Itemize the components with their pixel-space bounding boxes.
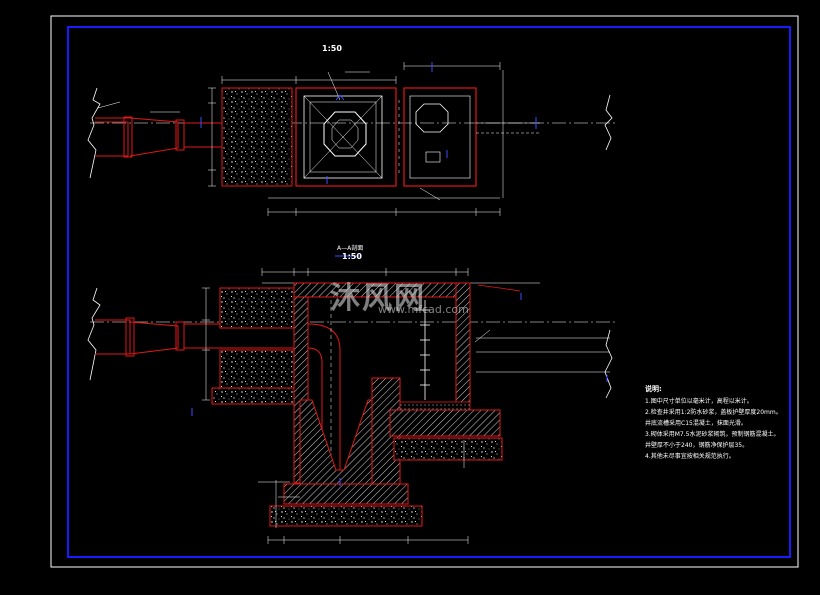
plan-manhole-outer bbox=[295, 87, 397, 187]
design-notes: 说明: 1.图中尺寸单位以毫米计，高程以米计。 2.检查井采用1:2防水砂浆，盖… bbox=[645, 384, 782, 462]
plan-scale-label: 1:50 bbox=[322, 44, 342, 53]
section-base-slab bbox=[283, 483, 409, 505]
section-right-wall bbox=[455, 282, 471, 404]
notes-line: 2.检查井采用1:2防水砂浆，盖板护壁厚度20mm。 bbox=[645, 409, 782, 416]
plan-gravel-fill bbox=[221, 87, 293, 187]
notes-line: 井底流槽采用C15混凝土，抹面光滑。 bbox=[645, 420, 747, 427]
notes-line: 1.图中尺寸单位以毫米计，高程以米计。 bbox=[645, 398, 753, 405]
plan-manhole-octagon bbox=[323, 111, 367, 157]
section-scale-label: 1:50 bbox=[342, 252, 362, 261]
section-view bbox=[87, 255, 615, 544]
plan-manhole-diagonals bbox=[303, 95, 383, 179]
notes-title: 说明: bbox=[645, 385, 662, 393]
notes-line: 3.砌体采用M7.5水泥砂浆砌筑，预制钢筋混凝土。 bbox=[645, 431, 780, 438]
section-step-one bbox=[389, 409, 501, 437]
watermark-logo: 沐风网 bbox=[330, 281, 426, 316]
plan-chamber-two bbox=[403, 87, 477, 187]
section-title-label: A—A剖面 bbox=[337, 245, 364, 252]
plan-inlet-pipe bbox=[95, 116, 222, 158]
inner-frame bbox=[67, 26, 791, 558]
notes-line: 4.其他未尽事宜按相关规范执行。 bbox=[645, 453, 735, 460]
section-gravel-lower bbox=[219, 349, 299, 389]
notes-line: 井壁厚不小于240，钢筋净保护层35。 bbox=[645, 442, 749, 449]
watermark-url: www.mfcad.com bbox=[378, 303, 469, 316]
section-gravel-upper bbox=[219, 287, 299, 329]
outer-frame bbox=[50, 15, 799, 568]
plan-view bbox=[87, 62, 615, 216]
